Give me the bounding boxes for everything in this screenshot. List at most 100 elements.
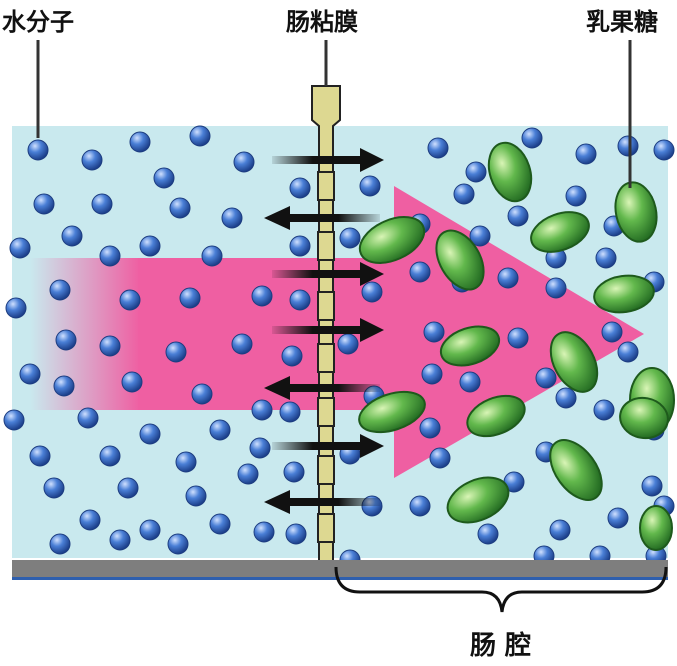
water-molecule-icon [43,477,65,499]
water-molecule-icon [409,495,431,517]
water-molecule-icon [285,523,307,545]
arrow-left-icon [264,490,380,514]
water-molecule-icon [61,225,83,247]
water-molecule-icon [253,521,275,543]
water-molecule-icon [653,139,675,161]
water-molecule-icon [179,287,201,309]
water-molecule-icon [429,447,451,469]
water-molecule-icon [593,399,615,421]
water-molecule-icon [33,193,55,215]
water-molecule-icon [641,475,663,497]
water-molecule-icon [507,327,529,349]
water-molecule-icon [99,335,121,357]
water-molecule-icon [289,177,311,199]
water-molecule-icon [81,149,103,171]
water-molecule-icon [281,345,303,367]
water-molecule-icon [139,423,161,445]
mucosa-pore [317,231,335,261]
lactose-molecule-icon [549,439,603,501]
water-molecule-icon [565,185,587,207]
water-molecule-icon [53,375,75,397]
water-molecule-icon [237,463,259,485]
water-molecule-icon [361,281,383,303]
mucosa-pore [317,291,335,321]
water-molecule-icon [555,387,577,409]
label-water: 水分子 [2,8,74,36]
water-molecule-icon [79,509,101,531]
label-lumen: 肠 腔 [470,631,531,661]
water-molecule-icon [453,183,475,205]
water-molecule-icon [423,321,445,343]
arrow-right-icon [272,434,384,458]
water-molecule-icon [55,329,77,351]
water-molecule-icon [595,247,617,269]
water-molecule-icon [117,477,139,499]
arrow-left-icon [264,206,380,230]
lactose-molecule-icon [639,505,673,551]
water-molecule-icon [459,371,481,393]
water-molecule-icon [421,363,443,385]
lactose-molecules [358,141,675,551]
water-molecule-icon [521,127,543,149]
water-molecule-icon [221,207,243,229]
water-molecule-icon [27,139,49,161]
mucosa-pore [317,455,335,485]
water-molecule-icon [77,407,99,429]
water-molecule-icon [251,399,273,421]
lactose-molecule-icon [549,331,599,393]
water-molecule-icon [339,227,361,249]
water-molecule-icon [251,285,273,307]
lactose-molecule-icon [466,394,526,438]
water-molecule-icon [279,401,301,423]
water-molecule-icon [209,419,231,441]
water-molecule-icon [427,137,449,159]
water-molecule-icon [139,235,161,257]
water-molecule-icon [233,151,255,173]
lactose-molecule-icon [358,216,426,264]
water-molecule-icon [189,125,211,147]
water-molecule-icon [601,321,623,343]
water-molecule-icon [283,461,305,483]
label-lactose: 乳果糖 [586,8,658,36]
water-molecule-icon [231,333,253,355]
arrow-left-icon [264,376,380,400]
water-molecule-icon [49,533,71,555]
arrow-right-icon [272,318,384,342]
water-molecule-icon [617,135,639,157]
water-molecule-icon [201,245,223,267]
water-molecule-icon [139,519,161,541]
mucosa-pore [317,343,335,373]
water-molecule-icon [249,437,271,459]
water-molecule-icon [99,245,121,267]
arrow-right-icon [272,262,384,286]
water-molecule-icon [607,507,629,529]
mucosa-pore [317,171,335,201]
water-molecule-icon [91,193,113,215]
water-molecule-icon [175,451,197,473]
lactose-molecule-icon [358,390,426,434]
water-molecule-icon [469,225,491,247]
water-molecule-icon [99,445,121,467]
transport-arrows [264,148,384,514]
water-molecule-icon [359,175,381,197]
water-molecule-icon [191,383,213,405]
water-molecule-icon [167,533,189,555]
lumen-bracket [334,566,668,613]
water-molecule-icon [185,485,207,507]
lactose-molecule-icon [439,325,501,367]
water-molecule-icon [129,131,151,153]
lactose-molecule-icon [487,141,533,203]
water-molecule-icon [617,341,639,363]
water-molecule-icon [535,367,557,389]
water-molecule-icon [409,261,431,283]
lactose-molecule-icon [435,229,485,291]
water-molecule-icon [289,235,311,257]
arrow-right-icon [272,148,384,172]
water-molecule-icon [19,363,41,385]
base-line [12,577,668,580]
lactose-molecule-icon [593,274,655,314]
lactose-molecule-icon [619,396,669,440]
water-molecule-icon [49,279,71,301]
water-molecule-icon [209,513,231,535]
